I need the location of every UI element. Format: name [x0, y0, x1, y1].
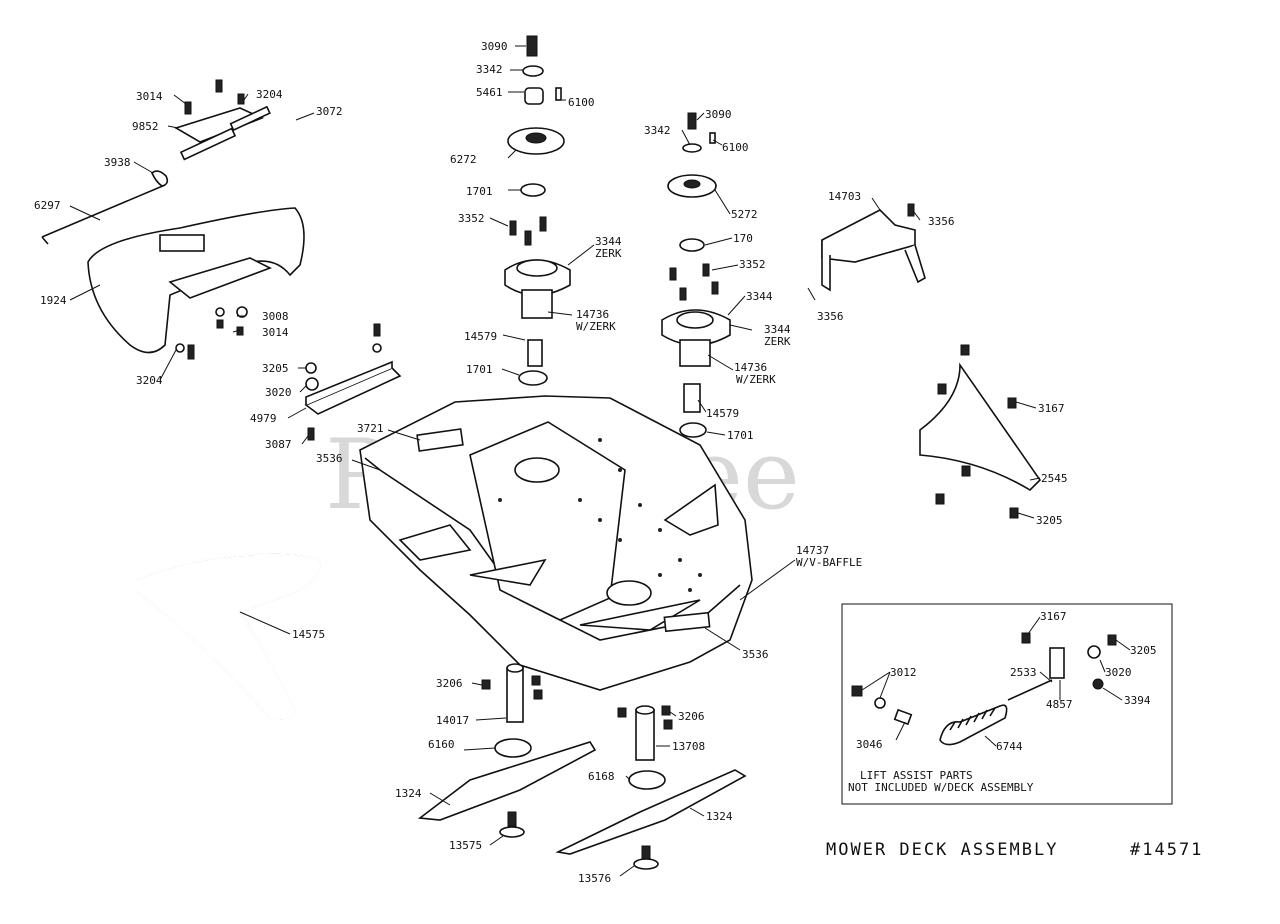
callout-14736-right: 14736: [734, 361, 767, 374]
callout-5272: 5272: [731, 208, 758, 221]
callout-6160: 6160: [428, 738, 455, 751]
callout-3344-right: 3344: [746, 290, 773, 303]
right-spindle-stack[interactable]: [661, 112, 731, 438]
callout-5461: 5461: [476, 86, 503, 99]
lift-assist-inset: [841, 603, 1173, 805]
callout-4857: 4857: [1046, 698, 1073, 711]
deck-bracket-14703[interactable]: [821, 203, 926, 292]
callout-w-zerk: W/ZERK: [576, 320, 616, 333]
callout-3356: 3356: [928, 215, 955, 228]
callout-14736: 14736: [576, 308, 609, 321]
callout-14737: 14737: [796, 544, 829, 557]
callout-13576: 13576: [578, 872, 611, 885]
callout-3205-inset: 3205: [1130, 644, 1157, 657]
callout-3090: 3090: [481, 40, 508, 53]
callout-3536: 3536: [316, 452, 343, 465]
callout-1924: 1924: [40, 294, 67, 307]
callout-3394: 3394: [1124, 694, 1151, 707]
callout-3356-lower: 3356: [817, 310, 844, 323]
callout-1701: 1701: [466, 185, 493, 198]
callout-3072: 3072: [316, 105, 343, 118]
callout-3204-lower: 3204: [136, 374, 163, 387]
callout-labels: 3090 3342 5461 6100 6272 1701 3352 3344 …: [34, 40, 1157, 885]
callout-3014: 3014: [136, 90, 163, 103]
callout-3020: 3020: [265, 386, 292, 399]
callout-3344: 3344: [595, 235, 622, 248]
right-blade-assembly[interactable]: [555, 705, 747, 870]
leader-lines: [69, 45, 1131, 877]
callout-6100: 6100: [568, 96, 595, 109]
callout-13708: 13708: [672, 740, 705, 753]
callout-3090-right: 3090: [705, 108, 732, 121]
callout-1701-lower: 1701: [466, 363, 493, 376]
callout-3167: 3167: [1038, 402, 1065, 415]
inset-note-line1: LIFT ASSIST PARTS: [860, 769, 973, 782]
callout-1324-right: 1324: [706, 810, 733, 823]
callout-3020-inset: 3020: [1105, 666, 1132, 679]
callout-3938: 3938: [104, 156, 131, 169]
callout-14579: 14579: [464, 330, 497, 343]
callout-2545: 2545: [1041, 472, 1068, 485]
callout-3342-right: 3342: [644, 124, 671, 137]
v-belt-14575[interactable]: [134, 553, 321, 722]
callout-3012: 3012: [890, 666, 917, 679]
callout-2533: 2533: [1010, 666, 1037, 679]
diagram-number: #14571: [1130, 840, 1203, 860]
lift-bracket[interactable]: [304, 323, 402, 441]
callout-6297: 6297: [34, 199, 61, 212]
callout-3167-inset: 3167: [1040, 610, 1067, 623]
callout-3342: 3342: [476, 63, 503, 76]
callout-1324: 1324: [395, 787, 422, 800]
callout-14703: 14703: [828, 190, 861, 203]
callout-14579-right: 14579: [706, 407, 739, 420]
callout-3721: 3721: [357, 422, 384, 435]
callout-6168: 6168: [588, 770, 615, 783]
callout-3205: 3205: [262, 362, 289, 375]
mower-deck-housing[interactable]: [359, 395, 753, 691]
callout-3008: 3008: [262, 310, 289, 323]
callout-3087: 3087: [265, 438, 292, 451]
callout-3536-lower: 3536: [742, 648, 769, 661]
callout-3206: 3206: [436, 677, 463, 690]
callout-3352-right: 3352: [739, 258, 766, 271]
callout-4979: 4979: [250, 412, 277, 425]
callout-w-v-baffle: W/V-BAFFLE: [796, 556, 862, 569]
left-spindle-stack[interactable]: [504, 35, 571, 386]
callout-9852: 9852: [132, 120, 159, 133]
callout-3352: 3352: [458, 212, 485, 225]
callout-3344-zerk: 3344: [764, 323, 791, 336]
callout-170: 170: [733, 232, 753, 245]
callout-3204: 3204: [256, 88, 283, 101]
callout-14575: 14575: [292, 628, 325, 641]
left-blade-assembly[interactable]: [417, 663, 597, 838]
diagram-title: MOWER DECK ASSEMBLY: [826, 840, 1058, 860]
callout-3205-right: 3205: [1036, 514, 1063, 527]
small-fasteners-left: [175, 306, 248, 360]
callout-w-zerk-right: W/ZERK: [736, 373, 776, 386]
idler-bracket[interactable]: [174, 79, 271, 161]
inset-note-line2: NOT INCLUDED W/DECK ASSEMBLY: [848, 781, 1034, 794]
callout-6100-right: 6100: [722, 141, 749, 154]
callout-3014-lower: 3014: [262, 326, 289, 339]
callout-14017: 14017: [436, 714, 469, 727]
callout-13575: 13575: [449, 839, 482, 852]
callout-6272: 6272: [450, 153, 477, 166]
callout-3206-right: 3206: [678, 710, 705, 723]
callout-zerk-right: ZERK: [764, 335, 791, 348]
callout-3046: 3046: [856, 738, 883, 751]
baffle-2545[interactable]: [919, 344, 1042, 519]
callout-1701-right: 1701: [727, 429, 754, 442]
callout-6744: 6744: [996, 740, 1023, 753]
belt-guard[interactable]: [41, 170, 305, 354]
callout-zerk: ZERK: [595, 247, 622, 260]
